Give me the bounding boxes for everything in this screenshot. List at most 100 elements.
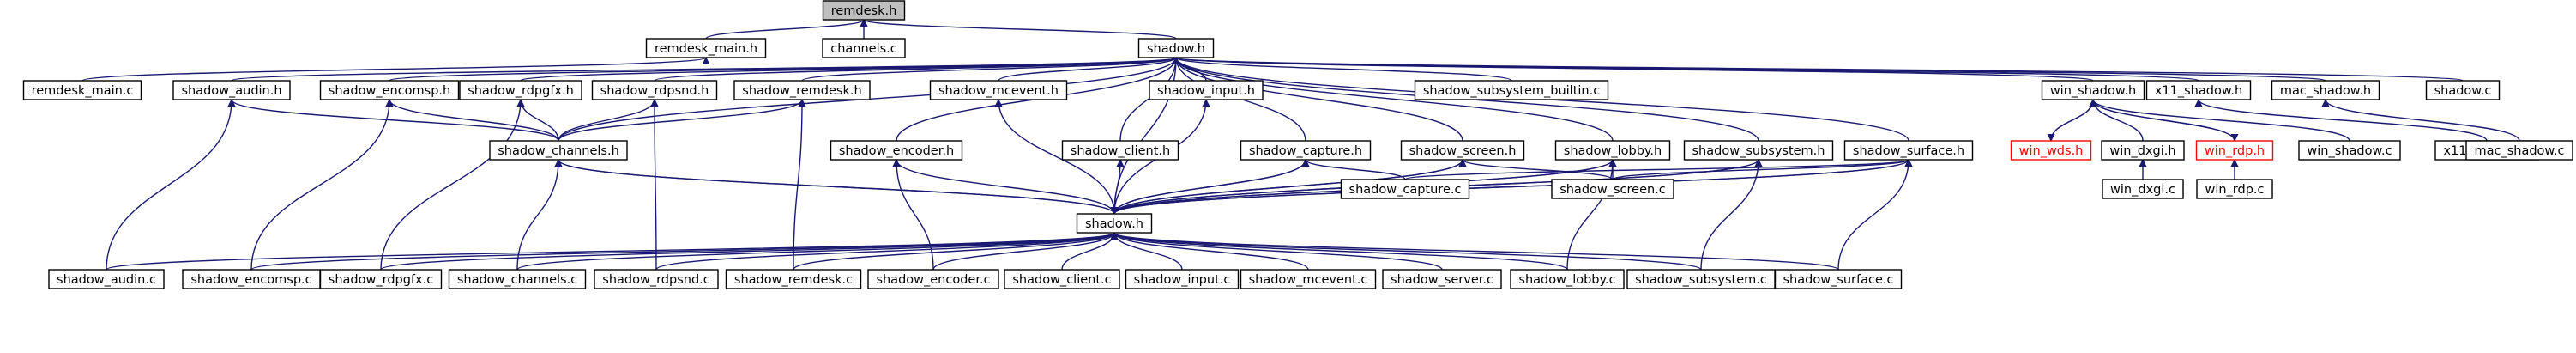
node-x11-shadow-h[interactable]: x11_shadow.h xyxy=(2145,80,2252,100)
edge-shadow-encomsp-c-to-shadow-encomsp-h xyxy=(250,99,394,271)
edge-shadow-rdpgfx-c-to-shadow-h-bottom xyxy=(380,232,1119,271)
node-box xyxy=(2041,80,2145,100)
node-label: shadow_mcevent.h xyxy=(938,84,1059,98)
edge-shadow-rdpgfx-h-to-shadow-h-top xyxy=(520,57,1180,82)
node-shadow-capture-h[interactable]: shadow_capture.h xyxy=(1240,140,1372,161)
node-shadow-channels-c[interactable]: shadow_channels.c xyxy=(448,269,587,289)
node-shadow-audin-c[interactable]: shadow_audin.c xyxy=(48,269,165,289)
edge-shadow-capture-h-to-shadow-h-bottom xyxy=(1110,159,1306,215)
edge-shadow-subsystem-c-to-shadow-h-bottom xyxy=(1110,232,1702,271)
node-shadow-remdesk-h[interactable]: shadow_remdesk.h xyxy=(733,80,871,100)
node-win-wds-h[interactable]: win_wds.h xyxy=(2010,140,2092,161)
node-shadow-lobby-c[interactable]: shadow_lobby.c xyxy=(1510,269,1625,289)
node-shadow-h-bottom[interactable]: shadow.h xyxy=(1076,213,1153,234)
node-shadow-capture-c[interactable]: shadow_capture.c xyxy=(1340,179,1470,199)
node-label: shadow_lobby.h xyxy=(1564,144,1662,158)
edge-win-shadow-c-to-win-shadow-h xyxy=(2089,99,2350,142)
node-label: remdesk_main.h xyxy=(655,42,757,56)
node-remdesk-main-h[interactable]: remdesk_main.h xyxy=(645,38,767,58)
node-shadow-input-c[interactable]: shadow_input.c xyxy=(1125,269,1240,289)
node-box xyxy=(2195,140,2274,161)
node-shadow-surface-c[interactable]: shadow_surface.c xyxy=(1774,269,1903,289)
node-shadow-remdesk-c[interactable]: shadow_remdesk.c xyxy=(725,269,862,289)
node-shadow-input-h[interactable]: shadow_input.h xyxy=(1149,80,1264,100)
node-shadow-subsystem-h[interactable]: shadow_subsystem.h xyxy=(1683,140,1834,161)
edge-shadow-screen-h-to-shadow-h-top xyxy=(1172,57,1463,142)
node-label: win_rdp.h xyxy=(2205,144,2265,158)
node-shadow-encomsp-h[interactable]: shadow_encomsp.h xyxy=(319,80,460,100)
node-box xyxy=(733,80,871,100)
node-shadow-rdpgfx-c[interactable]: shadow_rdpgfx.c xyxy=(319,269,443,289)
node-win-rdp-c[interactable]: win_rdp.c xyxy=(2196,179,2273,199)
edge-shadow-rdpsnd-h-to-shadow-h-top xyxy=(654,57,1180,82)
node-label: win_shadow.h xyxy=(2050,84,2136,98)
node-label: shadow_rdpgfx.c xyxy=(329,273,433,287)
node-win-dxgi-c[interactable]: win_dxgi.c xyxy=(2102,179,2184,199)
edge-shadow-screen-c-to-shadow-screen-h xyxy=(1458,159,1614,180)
node-label: shadow.h xyxy=(1147,42,1205,56)
node-box xyxy=(319,269,443,289)
node-box xyxy=(1340,179,1470,199)
node-box xyxy=(1382,269,1502,289)
node-shadow-client-h[interactable]: shadow_client.h xyxy=(1061,140,1179,161)
node-label: win_dxgi.h xyxy=(2109,144,2175,158)
node-label: shadow_client.c xyxy=(1012,273,1111,287)
node-win-dxgi-h[interactable]: win_dxgi.h xyxy=(2101,140,2185,161)
edge-shadow-lobby-c-to-shadow-lobby-h xyxy=(1566,159,1617,271)
node-label: x11_shadow.h xyxy=(2155,84,2242,98)
node-shadow-subsystem-builtin-c[interactable]: shadow_subsystem_builtin.c xyxy=(1414,80,1609,100)
edge-shadow-client-h-to-shadow-h-top xyxy=(1119,57,1180,142)
node-box xyxy=(1774,269,1903,289)
node-box xyxy=(2298,140,2401,161)
node-shadow-encomsp-c[interactable]: shadow_encomsp.c xyxy=(182,269,321,289)
node-shadow-h-top[interactable]: shadow.h xyxy=(1137,38,1215,58)
edge-shadow-channels-h-to-shadow-rdpsnd-h xyxy=(558,99,659,142)
node-label: shadow_surface.c xyxy=(1783,273,1894,287)
node-shadow-audin-h[interactable]: shadow_audin.h xyxy=(172,80,291,100)
node-win-shadow-h[interactable]: win_shadow.h xyxy=(2041,80,2145,100)
node-label: shadow_channels.h xyxy=(498,144,619,158)
node-shadow-c[interactable]: shadow.c xyxy=(2425,80,2501,100)
node-box xyxy=(2102,179,2184,199)
node-shadow-server-c[interactable]: shadow_server.c xyxy=(1382,269,1502,289)
edge-shadow-channels-h-to-shadow-encomsp-h xyxy=(385,99,559,142)
edge-x11-shadow-c-to-x11-shadow-h xyxy=(2194,99,2488,142)
node-shadow-rdpsnd-h[interactable]: shadow_rdpsnd.h xyxy=(591,80,718,100)
node-shadow-rdpsnd-c[interactable]: shadow_rdpsnd.c xyxy=(594,269,719,289)
node-box xyxy=(1843,140,1974,161)
node-label: shadow_rdpgfx.h xyxy=(468,84,574,98)
node-shadow-subsystem-c[interactable]: shadow_subsystem.c xyxy=(1626,269,1776,289)
node-box xyxy=(822,0,906,21)
node-shadow-mcevent-h[interactable]: shadow_mcevent.h xyxy=(929,80,1068,100)
node-box xyxy=(1683,140,1834,161)
node-channels-c[interactable]: channels.c xyxy=(822,38,906,58)
node-label: shadow_mcevent.c xyxy=(1249,273,1368,287)
edge-shadow-server-c-to-shadow-h-bottom xyxy=(1110,232,1443,271)
edge-win-shadow-h-to-shadow-h-top xyxy=(1173,57,2094,82)
node-shadow-client-c[interactable]: shadow_client.c xyxy=(1004,269,1120,289)
node-label: win_wds.h xyxy=(2019,144,2084,158)
node-mac-shadow-c[interactable]: mac_shadow.c xyxy=(2465,140,2573,161)
node-shadow-screen-c[interactable]: shadow_screen.c xyxy=(1551,179,1674,199)
node-shadow-surface-h[interactable]: shadow_surface.h xyxy=(1843,140,1974,161)
node-box xyxy=(1076,213,1153,234)
edge-win-shadow-h-to-win-rdp-h xyxy=(2092,99,2239,142)
node-win-shadow-c[interactable]: win_shadow.c xyxy=(2298,140,2401,161)
node-box xyxy=(1137,38,1215,58)
node-remdesk-main-c[interactable]: remdesk_main.c xyxy=(22,80,142,100)
node-shadow-encoder-c[interactable]: shadow_encoder.c xyxy=(867,269,999,289)
node-shadow-lobby-h[interactable]: shadow_lobby.h xyxy=(1554,140,1671,161)
node-label: win_shadow.c xyxy=(2307,144,2392,158)
node-win-rdp-h[interactable]: win_rdp.h xyxy=(2195,140,2274,161)
node-box xyxy=(1414,80,1609,100)
node-shadow-mcevent-c[interactable]: shadow_mcevent.c xyxy=(1240,269,1377,289)
node-remdesk-h[interactable]: remdesk.h xyxy=(822,0,906,21)
node-shadow-rdpgfx-h[interactable]: shadow_rdpgfx.h xyxy=(459,80,582,100)
node-label: mac_shadow.h xyxy=(2280,84,2371,98)
node-shadow-encoder-h[interactable]: shadow_encoder.h xyxy=(830,140,963,161)
node-mac-shadow-h[interactable]: mac_shadow.h xyxy=(2271,80,2380,100)
node-shadow-channels-h[interactable]: shadow_channels.h xyxy=(489,140,628,161)
node-label: shadow_channels.c xyxy=(457,273,577,287)
node-label: win_dxgi.c xyxy=(2110,183,2175,197)
node-shadow-screen-h[interactable]: shadow_screen.h xyxy=(1400,140,1525,161)
